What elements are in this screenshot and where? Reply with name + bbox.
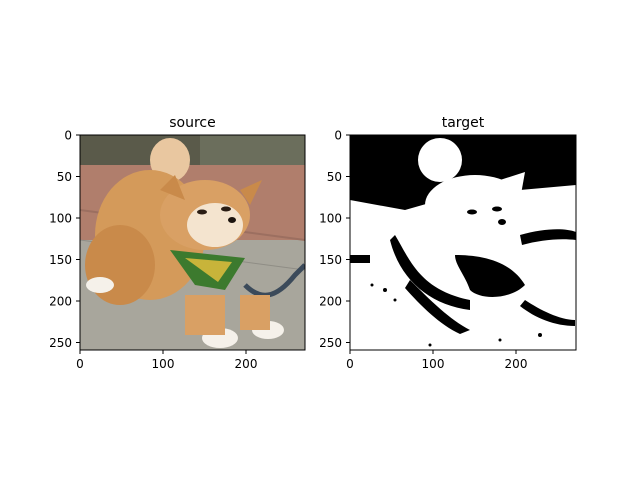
- target-ytick-label: 250: [319, 336, 342, 350]
- source-panel: source: [49, 115, 306, 371]
- target-ytick-label: 0: [334, 129, 342, 143]
- target-ytick-label: 50: [327, 170, 342, 184]
- source-x-axis: 0 100 200: [76, 350, 257, 371]
- target-axes-frame: [349, 134, 577, 351]
- source-ytick-label: 200: [49, 295, 72, 309]
- target-ytick-label: 200: [319, 295, 342, 309]
- source-image: [80, 135, 305, 350]
- target-x-axis: 0 100 200: [346, 350, 527, 371]
- source-ytick-label: 250: [49, 336, 72, 350]
- target-xtick-label: 0: [346, 357, 354, 371]
- source-ytick-label: 50: [57, 170, 72, 184]
- source-y-axis: 0 50 100 150 200 250: [49, 129, 80, 350]
- source-ytick-label: 100: [49, 212, 72, 226]
- target-image: [350, 135, 576, 350]
- source-xtick-label: 0: [76, 357, 84, 371]
- target-y-axis: 0 50 100 150 200 250: [319, 129, 350, 350]
- target-panel: target: [319, 115, 577, 371]
- target-ytick-label: 150: [319, 253, 342, 267]
- target-ytick-label: 100: [319, 212, 342, 226]
- target-title: target: [442, 115, 485, 131]
- target-xtick-label: 200: [505, 357, 528, 371]
- target-xtick-label: 100: [422, 357, 445, 371]
- source-xtick-label: 100: [152, 357, 175, 371]
- source-ytick-label: 150: [49, 253, 72, 267]
- source-title: source: [169, 115, 216, 131]
- source-ytick-label: 0: [64, 129, 72, 143]
- source-axes-frame: [79, 134, 306, 351]
- source-xtick-label: 200: [235, 357, 258, 371]
